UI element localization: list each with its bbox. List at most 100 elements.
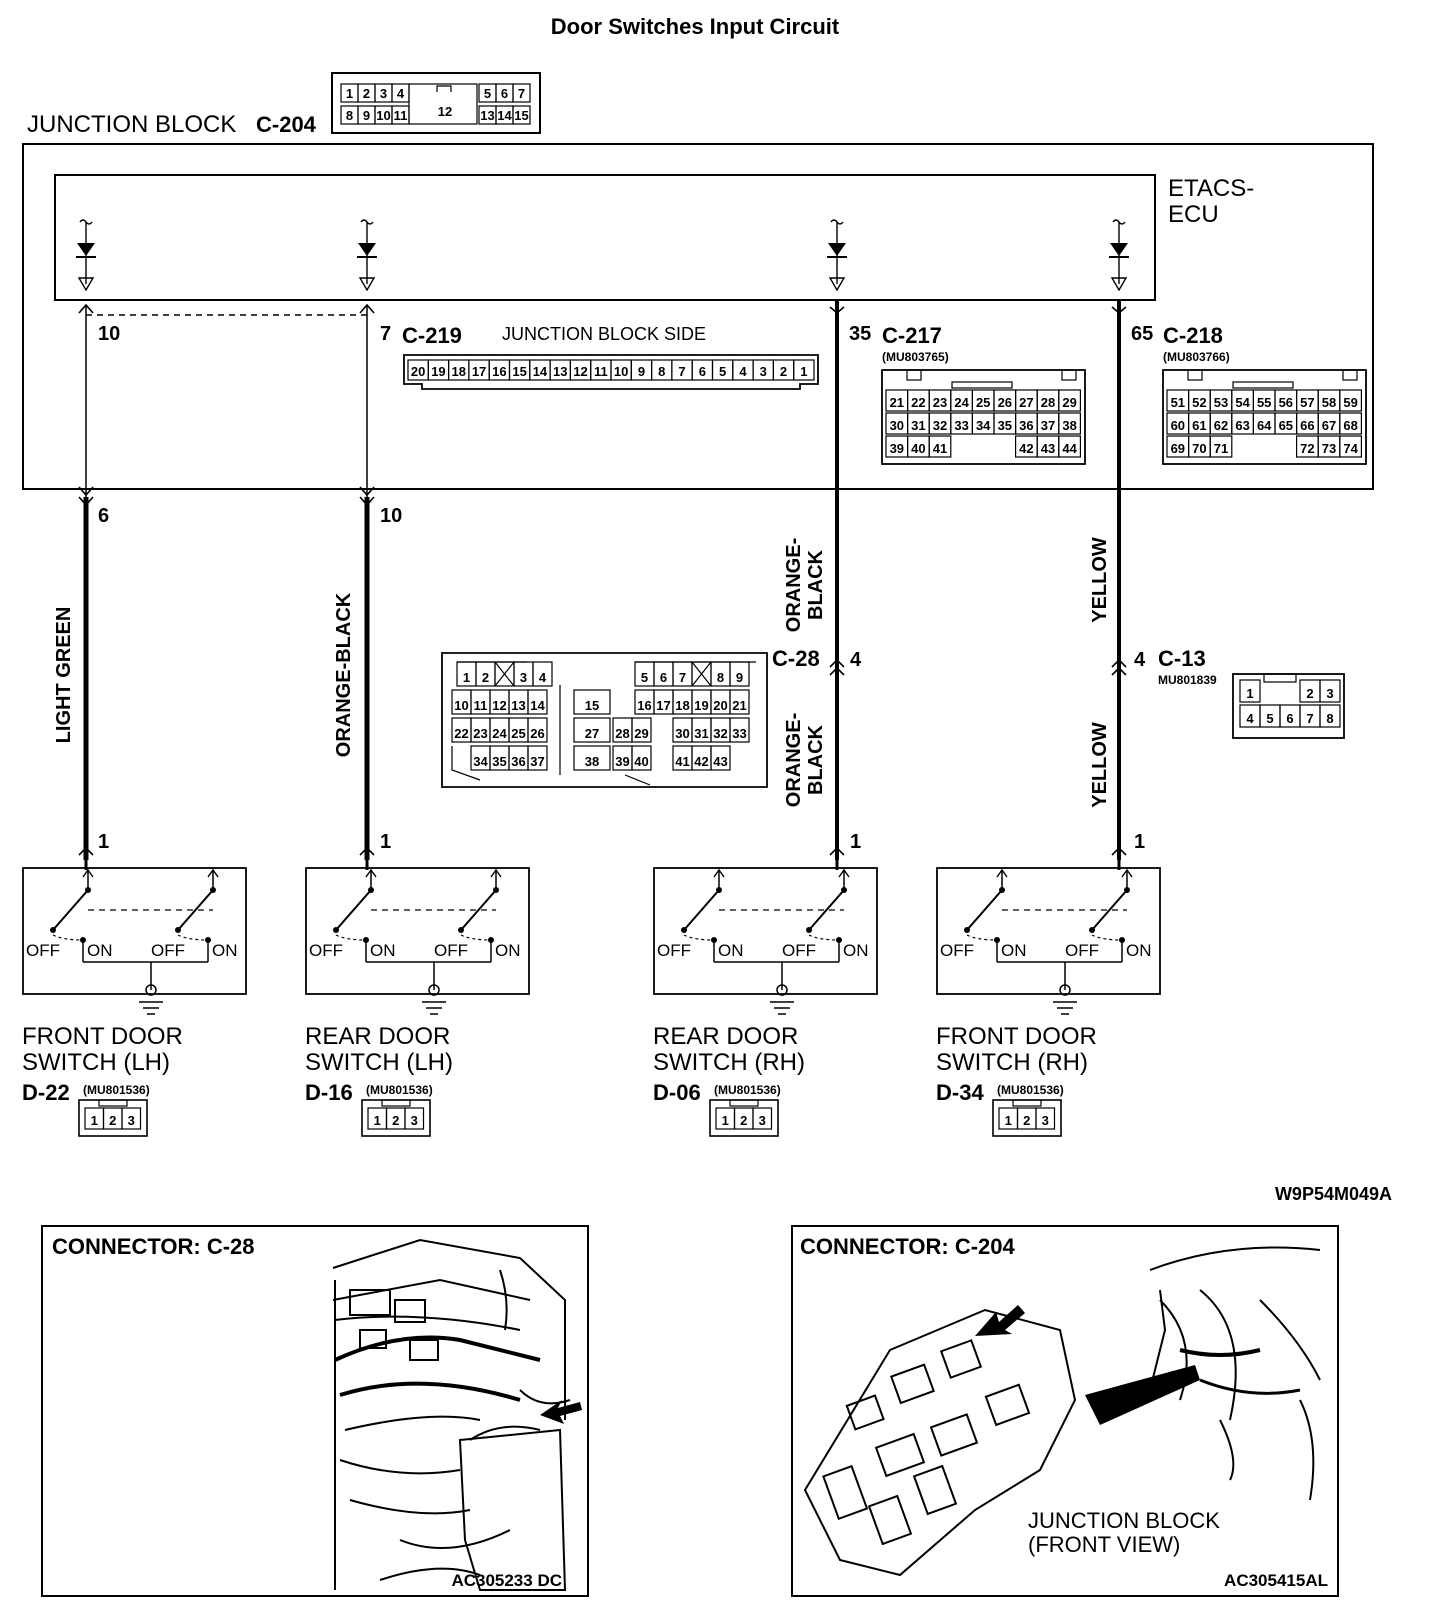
- c28-pin-cell: [573, 745, 611, 771]
- c218-pin-label: 66: [1300, 418, 1314, 433]
- switch-connector-id: D-22: [22, 1080, 70, 1105]
- c217-id: C-217: [882, 323, 942, 348]
- switch-on-label: ON: [1126, 941, 1152, 960]
- c204-panel-title: CONNECTOR: C-204: [800, 1234, 1016, 1259]
- c217-pin-label: 26: [998, 395, 1012, 410]
- switch-on-label: ON: [1001, 941, 1027, 960]
- c28-pin-label: 31: [694, 726, 708, 741]
- c28-pin-cell: [573, 717, 611, 743]
- c219-pin-label: 2: [780, 364, 787, 379]
- switch-pin-label: 2: [740, 1113, 747, 1128]
- c13-pin-label: 6: [1286, 711, 1293, 726]
- c13-pin-label: 7: [1306, 711, 1313, 726]
- c218-pin-cell: [1209, 435, 1233, 458]
- switch-off-label: OFF: [309, 941, 343, 960]
- junction-block-label: JUNCTION BLOCK: [27, 111, 236, 138]
- c204-pin-label: 15: [514, 108, 528, 123]
- c217-pin-label: 37: [1041, 418, 1055, 433]
- switch-off-label: OFF: [1065, 941, 1099, 960]
- c28-pin-label: 28: [615, 726, 629, 741]
- c217-pin-label: 35: [998, 418, 1012, 433]
- c204-pin-label: 13: [480, 108, 494, 123]
- c217-pin-label: 22: [911, 395, 925, 410]
- c204-pin-cell: [512, 83, 531, 103]
- c28-pin-cell: [532, 661, 553, 687]
- switch-connector-id: D-06: [653, 1080, 701, 1105]
- ecu-label-line2: ECU: [1168, 201, 1219, 228]
- c217-pin-label: 31: [911, 418, 925, 433]
- figure-code: W9P54M049A: [1275, 1184, 1392, 1204]
- c204-pin-label: 2: [363, 86, 370, 101]
- c28-pin-cell: [527, 745, 548, 771]
- c217-pin-label: 25: [976, 395, 990, 410]
- switch-on-label: ON: [87, 941, 113, 960]
- c219-pin-label: 14: [533, 364, 548, 379]
- c218-pin-label: 69: [1171, 441, 1185, 456]
- c204-pin-label: 12: [438, 104, 452, 119]
- c217-pin-label: 44: [1062, 441, 1077, 456]
- wire-runs-lower: [83, 497, 1121, 860]
- c28-pin-label: 41: [675, 754, 689, 769]
- c28-pin-label: 20: [713, 698, 727, 713]
- c217-part: (MU803765): [882, 350, 949, 364]
- c28-pin-cell: [573, 689, 611, 715]
- c218-pin-label: 59: [1343, 395, 1357, 410]
- c218-pin-label: 61: [1192, 418, 1206, 433]
- c218-pin-label: 73: [1322, 441, 1336, 456]
- c217-pin-label: 39: [890, 441, 904, 456]
- c13-pin-label: 8: [1326, 711, 1333, 726]
- switch-off-label: OFF: [26, 941, 60, 960]
- c218-part: (MU803766): [1163, 350, 1230, 364]
- c218-pin-label: 72: [1300, 441, 1314, 456]
- c217-pin-label: 41: [933, 441, 947, 456]
- c204-pin-label: 6: [501, 86, 508, 101]
- c217-pin-label: 38: [1062, 418, 1076, 433]
- c218-pin-cell: [1339, 389, 1363, 412]
- c13-pin-label: 4: [1246, 711, 1254, 726]
- c218-pin-label: 70: [1192, 441, 1206, 456]
- c28-pin-cell: [729, 717, 750, 743]
- wire-color-orange-black-lower-2: BLACK: [805, 724, 827, 795]
- switch-name-line2: SWITCH (RH): [653, 1049, 805, 1076]
- c218-pin-label: 55: [1257, 395, 1271, 410]
- pin-jb-10: 10: [380, 505, 402, 527]
- c204-pin-label: 4: [397, 86, 405, 101]
- etacs-ecu-box: [54, 174, 1156, 301]
- c28-pin-label: 10: [454, 698, 468, 713]
- ecu-input-circuits: [76, 219, 1129, 292]
- c204-pointer-wedge: [1085, 1365, 1200, 1425]
- junction-block-illustration: [803, 1246, 1321, 1577]
- c217-pin-label: 27: [1019, 395, 1033, 410]
- c218-pin-label: 52: [1192, 395, 1206, 410]
- ecu-diode-symbol: [357, 219, 377, 292]
- c217-pin-label: 40: [911, 441, 925, 456]
- c28-pin-label: 39: [615, 754, 629, 769]
- c217-pin-cell: [1058, 412, 1082, 435]
- c204-pin-label: 14: [497, 108, 512, 123]
- switch-pin-label: 1: [722, 1113, 729, 1128]
- c204-pin-label: 1: [346, 86, 353, 101]
- c28-pin-label: 40: [634, 754, 648, 769]
- ecu-diode-symbol: [1109, 219, 1129, 292]
- c28-pin-cell: [631, 745, 652, 771]
- c217-pin-label: 42: [1019, 441, 1033, 456]
- connector-chevrons: [78, 303, 1127, 856]
- c204-pin-label: 5: [484, 86, 491, 101]
- c28-pin-label: 29: [634, 726, 648, 741]
- c219-id: C-219: [402, 323, 462, 348]
- c28-pin-label: 26: [530, 726, 544, 741]
- c217-pin-label: 23: [933, 395, 947, 410]
- switch-pin-label: 2: [392, 1113, 399, 1128]
- switch-pin-label: 1: [374, 1113, 381, 1128]
- wire-color-orange-black-lower-1: ORANGE-: [783, 713, 805, 807]
- switch-pin-label: 2: [109, 1113, 116, 1128]
- c28-pin-label: 11: [474, 698, 488, 713]
- pin-ecu-35: 35: [849, 323, 871, 345]
